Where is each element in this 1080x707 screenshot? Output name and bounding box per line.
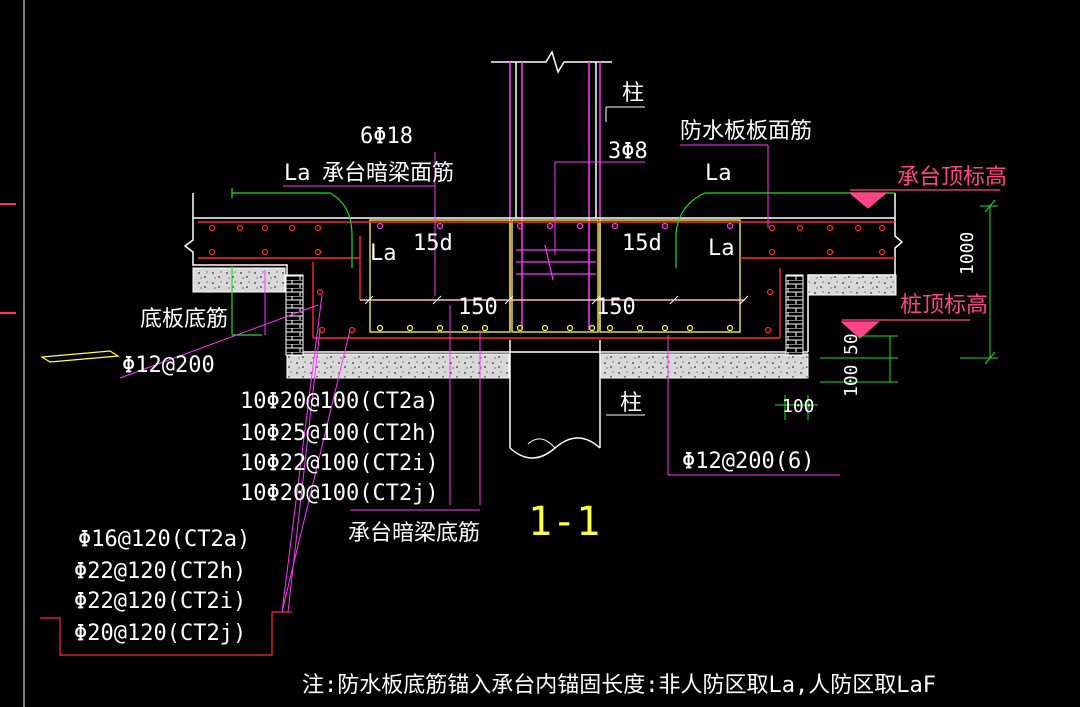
- rebar-a-label: 10Φ20@100(CT2a): [240, 389, 439, 414]
- cap-beam-bottom-label: 承台暗梁底筋: [348, 521, 480, 546]
- dim-100-horz: 100: [782, 396, 815, 417]
- dimensions: [775, 199, 998, 420]
- la-inner-right: La: [708, 236, 735, 261]
- d15-left: 15d: [413, 231, 453, 256]
- pile-top-elev-label: 桩顶标高: [900, 293, 988, 318]
- brick-wall-right: [785, 274, 804, 356]
- elevation-markers: [840, 189, 1000, 339]
- cap-beam-top-label: 承台暗梁面筋: [322, 161, 454, 186]
- waterproof-top-label: 防水板板面筋: [680, 119, 812, 144]
- cap-inner-frames: [369, 219, 741, 333]
- cap-dims: [360, 295, 749, 305]
- pile-leaders: [605, 106, 645, 416]
- bar-i-label: Φ22@120(CT2i): [74, 589, 246, 614]
- blinding-left: [192, 267, 286, 293]
- rebar-i-label: 10Φ22@100(CT2i): [240, 451, 439, 476]
- la-top-left: La: [284, 161, 311, 186]
- brick-wall-left: [285, 274, 304, 356]
- cap-top-elev-label: 承台顶标高: [897, 165, 1007, 190]
- phi12-200-label: Φ12@200: [122, 353, 215, 378]
- dim-50: 50: [841, 333, 862, 355]
- rebar-dots: [208, 224, 886, 334]
- three-phi8-label: 3Φ8: [608, 139, 648, 164]
- blinding-bottom-right: [599, 353, 809, 379]
- rebar-j-label: 10Φ20@100(CT2j): [240, 481, 439, 506]
- dim-150-left: 150: [458, 295, 498, 320]
- rebar-h-label: 10Φ25@100(CT2h): [240, 421, 439, 446]
- column-ties: [516, 244, 596, 281]
- group-bracket: [40, 611, 292, 656]
- bar-a-label: Φ16@120(CT2a): [78, 527, 250, 552]
- phi12-200-6-label: Φ12@200(6): [682, 449, 814, 474]
- leader-lines: [119, 144, 840, 613]
- column-label: 柱: [622, 81, 644, 106]
- six-phi18-label: 6Φ18: [360, 124, 413, 149]
- slab-bottom-label: 底板底筋: [140, 307, 228, 332]
- yellow-dots: [376, 324, 734, 332]
- blinding-bottom-left: [286, 353, 510, 379]
- bar-j-label: Φ20@120(CT2j): [74, 621, 246, 646]
- column: [491, 50, 612, 218]
- note-text: 注:防水板底筋锚入承台内锚固长度:非人防区取La,人防区取LaF: [302, 673, 936, 698]
- bar-h-label: Φ22@120(CT2h): [74, 559, 246, 584]
- anchor-lines: [231, 188, 895, 336]
- d15-right: 15d: [622, 231, 662, 256]
- magenta-dots: [376, 222, 734, 230]
- pile-label: 柱: [620, 391, 642, 416]
- la-inner-left: La: [370, 241, 397, 266]
- dim-1000: 1000: [957, 232, 978, 275]
- blinding-right: [807, 274, 897, 296]
- dim-150-right: 150: [596, 295, 636, 320]
- dim-100-vert: 100: [841, 364, 862, 397]
- pile: [509, 340, 601, 459]
- slab-bar-symbol: [40, 350, 120, 363]
- la-top-right: La: [705, 161, 732, 186]
- section-label: 1-1: [528, 499, 600, 545]
